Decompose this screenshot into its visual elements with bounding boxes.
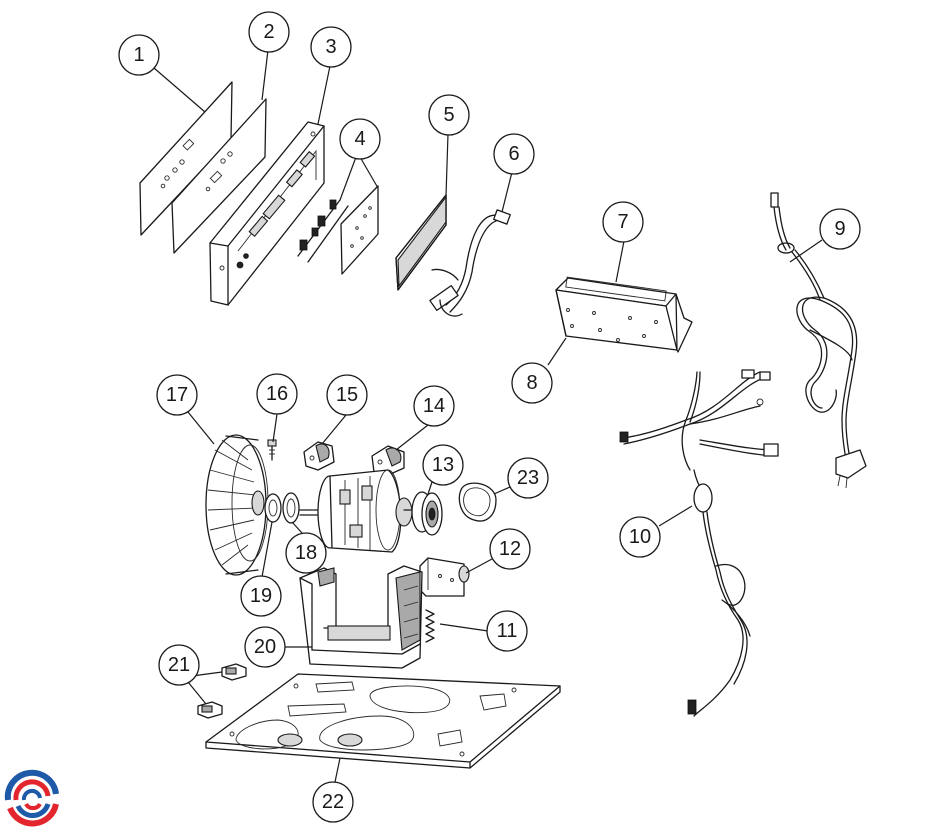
svg-text:22: 22 bbox=[322, 791, 344, 813]
svg-text:4: 4 bbox=[354, 128, 365, 150]
part-11-spring bbox=[425, 609, 435, 643]
callout-14: 14 bbox=[413, 385, 455, 427]
callout-5: 5 bbox=[428, 94, 470, 136]
svg-text:9: 9 bbox=[834, 218, 845, 240]
svg-text:13: 13 bbox=[432, 454, 454, 476]
svg-text:21: 21 bbox=[168, 654, 190, 676]
callout-21: 21 bbox=[158, 644, 200, 686]
callout-19: 19 bbox=[240, 575, 282, 617]
svg-text:16: 16 bbox=[266, 383, 288, 405]
svg-text:19: 19 bbox=[250, 585, 272, 607]
callout-10: 10 bbox=[619, 516, 661, 558]
callout-9: 9 bbox=[819, 208, 861, 250]
part-21-clips bbox=[197, 663, 247, 719]
callout-23: 23 bbox=[507, 457, 549, 499]
brand-logo bbox=[3, 769, 61, 829]
part-12-capacitor bbox=[419, 557, 470, 597]
callout-1: 1 bbox=[118, 34, 160, 76]
svg-text:5: 5 bbox=[443, 104, 454, 126]
part-18-ring bbox=[282, 492, 300, 524]
svg-text:11: 11 bbox=[497, 620, 518, 642]
part-22-base-plate bbox=[205, 673, 561, 769]
part-20-motor-cradle bbox=[299, 565, 423, 669]
part-9-power-cord bbox=[770, 192, 867, 489]
svg-text:12: 12 bbox=[499, 538, 521, 560]
callout-13: 13 bbox=[422, 444, 464, 486]
part-5-plate bbox=[395, 194, 447, 291]
svg-text:10: 10 bbox=[629, 526, 651, 548]
svg-text:14: 14 bbox=[423, 395, 445, 417]
callout-7: 7 bbox=[602, 201, 644, 243]
leader-lines bbox=[153, 49, 823, 783]
callout-18: 18 bbox=[285, 532, 327, 574]
callout-11: 11 bbox=[486, 610, 528, 652]
part-17-fan-impeller bbox=[205, 434, 269, 576]
callout-15: 15 bbox=[326, 374, 368, 416]
part-23-belt bbox=[458, 482, 497, 522]
callout-8: 8 bbox=[511, 362, 553, 404]
callout-16: 16 bbox=[256, 373, 298, 415]
svg-text:8: 8 bbox=[526, 372, 537, 394]
part-19-washer bbox=[264, 493, 282, 523]
svg-text:20: 20 bbox=[254, 636, 276, 658]
svg-text:7: 7 bbox=[617, 211, 628, 233]
svg-text:18: 18 bbox=[295, 542, 317, 564]
part-13-pulley bbox=[411, 491, 443, 536]
callout-2: 2 bbox=[248, 11, 290, 53]
part-3-control-console bbox=[209, 121, 325, 306]
part-2-panel-insert bbox=[171, 98, 267, 254]
part-4-control-board bbox=[297, 185, 379, 275]
part-10-wiring-harness bbox=[619, 369, 779, 717]
callout-6: 6 bbox=[493, 133, 535, 175]
svg-text:2: 2 bbox=[263, 21, 274, 43]
callout-3: 3 bbox=[310, 26, 352, 68]
svg-text:23: 23 bbox=[517, 467, 539, 489]
part-16-screw bbox=[267, 439, 277, 461]
callout-20: 20 bbox=[244, 626, 286, 668]
svg-text:17: 17 bbox=[166, 384, 188, 406]
svg-text:1: 1 bbox=[133, 44, 144, 66]
callout-12: 12 bbox=[489, 528, 531, 570]
svg-text:3: 3 bbox=[325, 36, 336, 58]
drive-motor bbox=[299, 469, 416, 553]
svg-text:15: 15 bbox=[336, 384, 358, 406]
callout-22: 22 bbox=[312, 781, 354, 823]
callout-17: 17 bbox=[156, 374, 198, 416]
svg-text:6: 6 bbox=[508, 143, 519, 165]
part-15-motor-clamp bbox=[303, 441, 335, 471]
part-7-8-electronic-tray bbox=[555, 276, 693, 353]
part-6-wire-connector bbox=[429, 209, 511, 317]
callout-4: 4 bbox=[339, 118, 381, 160]
